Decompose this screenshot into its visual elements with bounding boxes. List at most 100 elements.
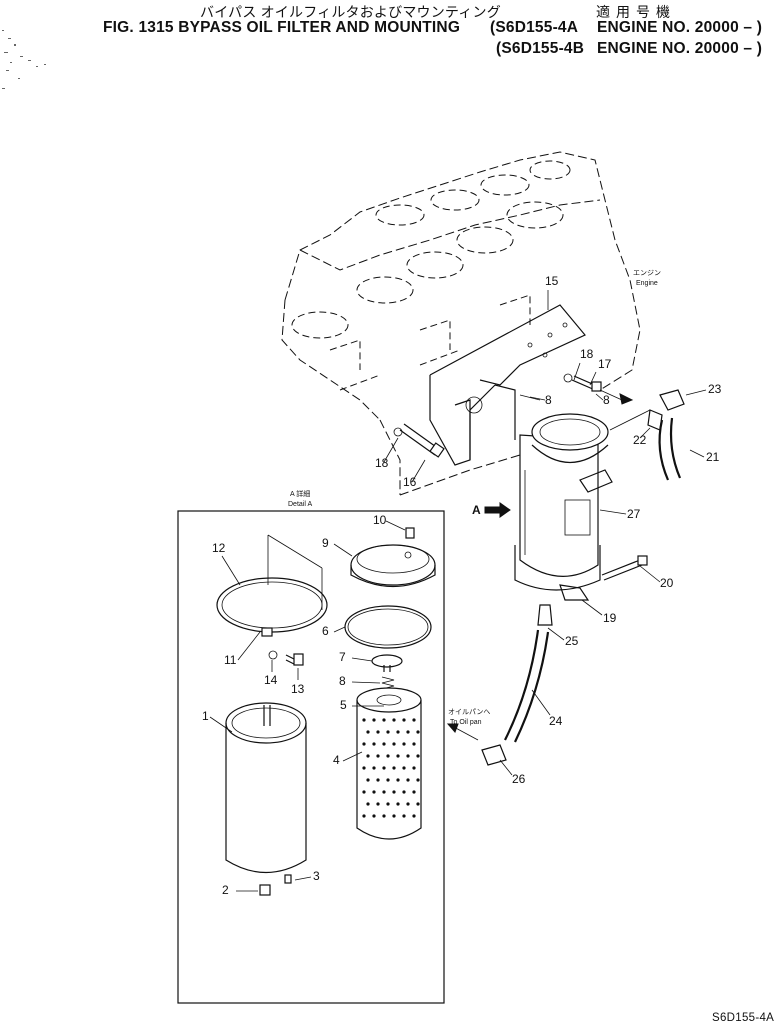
callouts: 1234567891011121314151617181819202122232… bbox=[202, 270, 722, 897]
perforation-hole bbox=[382, 742, 386, 746]
perforation-hole bbox=[412, 790, 416, 794]
part-callout: 8 bbox=[545, 393, 552, 407]
part-callout: 6 bbox=[322, 624, 329, 638]
perforation-hole bbox=[366, 778, 370, 782]
part-callout: 27 bbox=[627, 507, 641, 521]
part-callout: 21 bbox=[706, 450, 720, 464]
perforation-hole bbox=[376, 730, 380, 734]
part-callout: 25 bbox=[565, 634, 579, 648]
part-callout: 19 bbox=[603, 611, 617, 625]
perforation-hole bbox=[412, 742, 416, 746]
perforation-hole bbox=[402, 766, 406, 770]
leader-line bbox=[581, 599, 603, 616]
leader-line bbox=[294, 876, 312, 881]
perforation-hole bbox=[402, 718, 406, 722]
bypass-filter-assembly bbox=[514, 413, 613, 601]
filter-element-4 bbox=[356, 687, 422, 840]
perforation-hole bbox=[362, 790, 366, 794]
mounting-bracket bbox=[429, 304, 586, 466]
detail-a-box bbox=[177, 510, 445, 1004]
perforation-hole bbox=[366, 802, 370, 806]
bolts bbox=[393, 373, 648, 581]
part-callout: 20 bbox=[660, 576, 674, 590]
direction-arrows bbox=[446, 389, 634, 741]
perforation-hole bbox=[386, 778, 390, 782]
part-callout: 1 bbox=[202, 709, 209, 723]
figure-title-japanese: バイパス オイルフィルタおよびマウンティング bbox=[200, 4, 501, 20]
leader-line bbox=[221, 555, 241, 586]
snap-ring-12 bbox=[216, 534, 328, 637]
perforation-hole bbox=[392, 718, 396, 722]
detail-label-jp: A 詳細 bbox=[290, 489, 310, 498]
leader-line bbox=[685, 389, 707, 396]
perforation-hole bbox=[416, 730, 420, 734]
perforation-hole bbox=[372, 766, 376, 770]
leader-line bbox=[529, 396, 546, 401]
part-callout: 8 bbox=[603, 393, 610, 407]
bolt-13-washer-14 bbox=[268, 650, 304, 666]
part-callout: 16 bbox=[403, 475, 417, 489]
perforation-hole bbox=[406, 754, 410, 758]
perforation-hole bbox=[396, 730, 400, 734]
model-s6d155-4b: (S6D155-4B bbox=[496, 40, 585, 57]
engine-label-jp: エンジン bbox=[633, 270, 661, 277]
perforation-hole bbox=[376, 778, 380, 782]
perforation-hole bbox=[372, 742, 376, 746]
drawing-code: S6D155-4A bbox=[712, 1012, 775, 1024]
filter-case-1 bbox=[225, 702, 307, 896]
part-callout: 8 bbox=[339, 674, 346, 688]
perforation-hole bbox=[366, 754, 370, 758]
engine-number-b: ENGINE NO. 20000 – ) bbox=[597, 40, 763, 57]
perforation-hole bbox=[392, 790, 396, 794]
leader-line bbox=[237, 631, 261, 661]
perforation-hole bbox=[402, 790, 406, 794]
part-callout: 22 bbox=[633, 433, 647, 447]
leader-line bbox=[595, 393, 604, 401]
leader-line bbox=[351, 657, 373, 662]
hose-assembly-21 bbox=[609, 389, 685, 481]
engine-cylinder-bores bbox=[291, 160, 571, 391]
perforation-hole bbox=[402, 742, 406, 746]
part-callout: 11 bbox=[224, 653, 237, 667]
cover-9 bbox=[350, 527, 436, 588]
engine-block-outline bbox=[281, 151, 641, 496]
part-callout: 5 bbox=[340, 698, 347, 712]
leader-line bbox=[599, 509, 627, 515]
perforation-hole bbox=[396, 778, 400, 782]
leader-line bbox=[333, 543, 353, 557]
leader-line bbox=[499, 759, 513, 776]
o-ring-6 bbox=[344, 605, 432, 649]
leader-line bbox=[689, 449, 705, 458]
part-callout: 17 bbox=[598, 357, 612, 371]
perforation-hole bbox=[386, 754, 390, 758]
leader-line bbox=[333, 626, 346, 633]
leader-line bbox=[342, 751, 363, 762]
part-callout: 24 bbox=[549, 714, 563, 728]
perforation-hole bbox=[366, 730, 370, 734]
perforation-hole bbox=[406, 802, 410, 806]
perforation-hole bbox=[392, 742, 396, 746]
view-a-marker: A bbox=[472, 503, 481, 517]
perforation-hole bbox=[372, 718, 376, 722]
perforation-hole bbox=[416, 802, 420, 806]
leader-line bbox=[209, 716, 233, 733]
part-callout: 7 bbox=[339, 650, 346, 664]
leader-line bbox=[411, 459, 426, 483]
leader-line bbox=[639, 565, 661, 583]
leader-line bbox=[383, 437, 399, 463]
part-callout: 3 bbox=[313, 869, 320, 883]
part-callout: 2 bbox=[222, 883, 229, 897]
perforation-hole bbox=[386, 802, 390, 806]
perforation-hole bbox=[412, 766, 416, 770]
perforation-hole bbox=[362, 766, 366, 770]
to-oil-pan-en: To Oil pan bbox=[450, 719, 482, 726]
part-callout: 18 bbox=[375, 456, 389, 470]
perforation-hole bbox=[376, 754, 380, 758]
leader-line bbox=[589, 371, 597, 386]
figure-title: FIG. 1315 BYPASS OIL FILTER AND MOUNTING bbox=[103, 19, 461, 36]
part-callout: 13 bbox=[291, 682, 305, 696]
part-callout: 10 bbox=[373, 513, 387, 527]
leader-line bbox=[547, 627, 565, 641]
part-callout: 18 bbox=[580, 347, 594, 361]
part-callout: 15 bbox=[545, 274, 559, 288]
